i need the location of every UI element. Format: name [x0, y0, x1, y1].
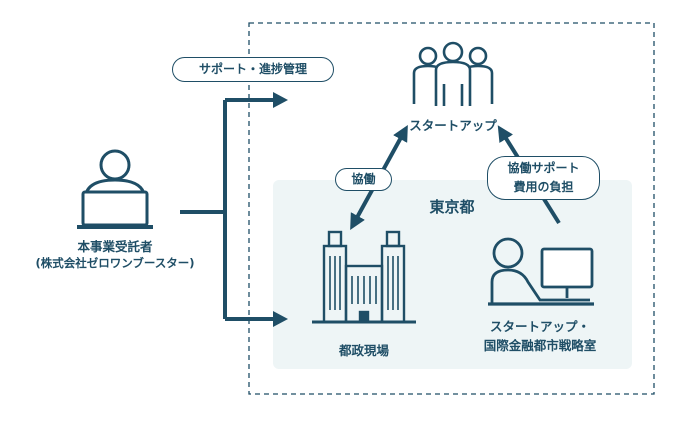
arrow-head-top — [273, 92, 288, 108]
person-computer-icon — [488, 237, 594, 306]
tokyo-label: 東京都 — [429, 198, 475, 216]
office-label: スタートアップ・ 国際金融都市戦略室 — [470, 317, 610, 355]
cooperation-label: 協働 — [335, 168, 392, 191]
field-label: 都政現場 — [338, 343, 389, 358]
contractor-label: 本事業受託者 (株式会社ゼロワンブースター) — [20, 239, 210, 271]
person-laptop-icon — [77, 149, 153, 229]
contractor-company: (株式会社ゼロワンブースター) — [35, 256, 195, 270]
cost-label: 協働サポート 費用の負担 — [487, 156, 600, 200]
office-label-line1: スタートアップ・ — [489, 319, 590, 334]
cost-label-line2: 費用の負担 — [513, 180, 574, 194]
support-label: サポート・進捗管理 — [172, 57, 334, 82]
contractor-name: 本事業受託者 — [77, 239, 153, 254]
group-people-icon — [412, 41, 494, 106]
dashed-boundary — [248, 22, 655, 395]
startup-label: スタートアップ — [409, 118, 497, 133]
support-bracket-arrows — [180, 98, 276, 321]
government-building-icon — [312, 230, 416, 324]
office-label-line2: 国際金融都市戦略室 — [483, 338, 597, 353]
arrow-head-bottom — [273, 311, 288, 327]
cost-label-line1: 協働サポート — [507, 161, 580, 175]
